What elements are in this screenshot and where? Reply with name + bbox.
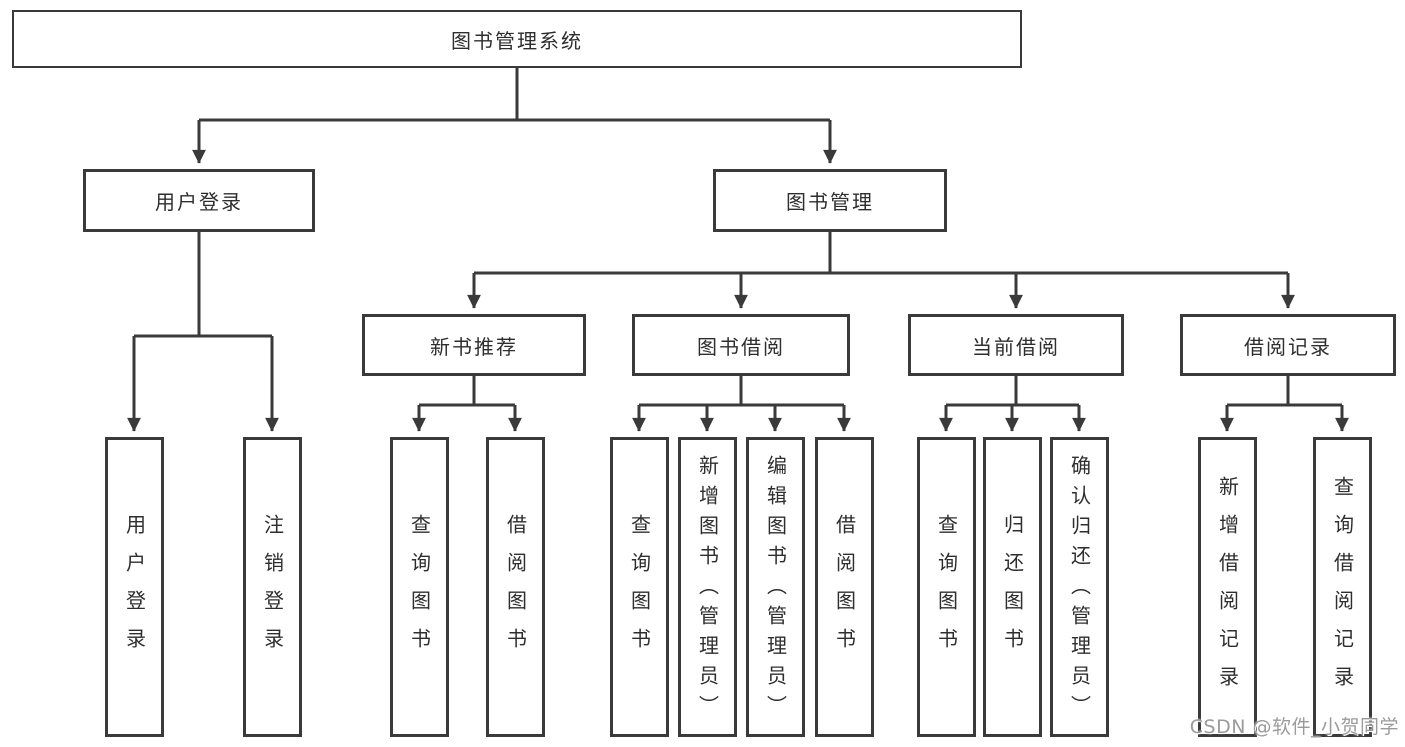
node-book-management: 图书管理 — [713, 169, 947, 232]
node-user-login: 用户登录 — [83, 169, 315, 232]
leaf-borrow-books-recommend: 借阅图书 — [486, 437, 545, 737]
leaf-query-books-borrowing: 查询图书 — [610, 437, 669, 737]
leaf-logout: 注销登录 — [243, 437, 302, 737]
leaf-borrow-books-borrowing: 借阅图书 — [815, 437, 874, 737]
leaf-query-borrow-record: 查询借阅记录 — [1313, 437, 1372, 737]
leaf-confirm-return-admin: 确认归还（管理员） — [1050, 437, 1109, 737]
leaf-return-books: 归还图书 — [983, 437, 1042, 737]
node-borrowing-records: 借阅记录 — [1180, 314, 1396, 376]
node-new-book-recommend: 新书推荐 — [362, 314, 586, 376]
csdn-watermark: CSDN @软件_小贺同学 — [1189, 716, 1399, 738]
node-library-management-system: 图书管理系统 — [12, 10, 1022, 68]
leaf-add-books-admin: 新增图书（管理员） — [678, 437, 737, 737]
leaf-query-books-recommend: 查询图书 — [390, 437, 449, 737]
node-book-borrowing: 图书借阅 — [632, 314, 850, 376]
node-current-borrowing: 当前借阅 — [908, 314, 1124, 376]
leaf-add-borrow-record: 新增借阅记录 — [1198, 437, 1257, 737]
leaf-user-login: 用户登录 — [105, 437, 164, 737]
leaf-query-books-current: 查询图书 — [917, 437, 976, 737]
leaf-edit-books-admin: 编辑图书（管理员） — [746, 437, 805, 737]
